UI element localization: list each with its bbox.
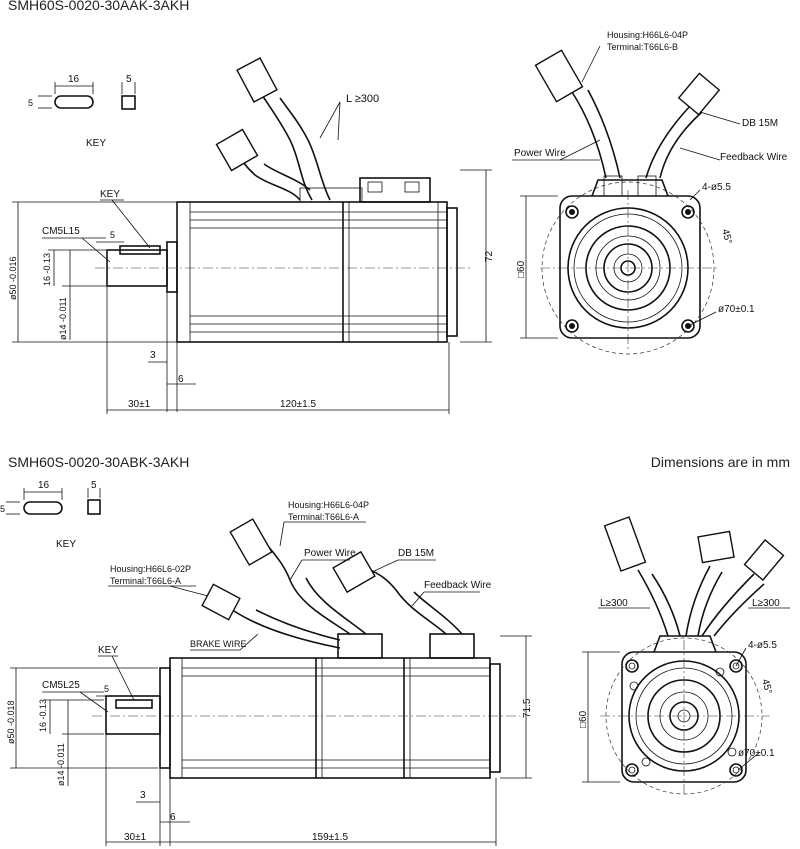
angle-label: 45° [719, 228, 734, 245]
key-end-label: 5 [126, 74, 132, 85]
db-label-2: DB 15M [398, 548, 434, 559]
pilot-dia-label: ø50 -0.016 [8, 256, 18, 300]
height-label-2: 71.5 [522, 698, 533, 718]
key-caption-2: KEY [56, 539, 76, 550]
housing-brake-label: Housing:H66L6-02P [110, 564, 191, 574]
terminal-label: Terminal:T66L6-B [607, 42, 678, 52]
key-width-label: 16 [68, 74, 80, 85]
model-title-2: SMH60S-0020-30ABK-3AKH [8, 454, 190, 470]
terminal-brake-label: Terminal:T66L6-A [110, 576, 181, 586]
thread-label: CM5L15 [42, 226, 80, 237]
key-detail-1: 16 5 5 KEY [28, 74, 136, 149]
feedback-wire-label: Feedback Wire [720, 152, 788, 163]
side-view-2: Housing:H66L6-04P Terminal:T66L6-A Power… [6, 500, 533, 846]
holes-label-2: 4-ø5.5 [748, 640, 777, 651]
shaft-len-label-2: 30±1 [124, 832, 147, 843]
pcd-label-2: ø70±0.1 [738, 748, 775, 759]
holes-label: 4-ø5.5 [702, 182, 731, 193]
terminal-main-label: Terminal:T66L6-A [288, 512, 359, 522]
key-depth-label: 16 -0.13 [42, 253, 52, 286]
housing-label: Housing:H66L6-04P [607, 30, 688, 40]
shaft-dia-label: ø14 -0.011 [58, 297, 68, 340]
key-offset-label-2: 5 [104, 684, 109, 694]
key-width-label-2: 16 [38, 480, 50, 491]
front-view-1: Housing:H66L6-04P Terminal:T66L6-B Power… [512, 30, 788, 355]
key-pointer-label-2: KEY [98, 645, 118, 656]
pilot-len-label-2: 6 [170, 812, 176, 823]
shaft-dia-label-2: ø14 -0.011 [56, 743, 66, 786]
key-offset-label: 5 [110, 230, 115, 240]
key-detail-2: 16 5 5 KEY [0, 480, 101, 550]
housing-main-label: Housing:H66L6-04P [288, 500, 369, 510]
key-pointer-label: KEY [100, 189, 120, 200]
model-title-1: SMH60S-0020-30AAK-3AKH [8, 0, 190, 13]
key-end-label-2: 5 [91, 480, 97, 491]
square-label-2: □60 [578, 710, 589, 728]
body-len-label: 120±1.5 [280, 399, 317, 410]
thread-label-2: CM5L25 [42, 680, 80, 691]
cable-length-label: L ≥300 [346, 93, 379, 105]
brake-wire-label: BRAKE WIRE [190, 639, 247, 649]
power-wire-label: Power Wire [514, 148, 566, 159]
height-label: 72 [484, 250, 495, 262]
pilot-len-label: 6 [178, 374, 184, 385]
front-view-2: L≥300 L≥300 4-ø5.5 45° □60 ø70±0.1 [578, 516, 790, 796]
feedback-wire-label-2: Feedback Wire [424, 580, 492, 591]
flange-thk-label: 3 [150, 350, 156, 361]
key-depth-label-2: 16 -0.13 [38, 699, 48, 732]
cable-length-left-label: L≥300 [600, 598, 628, 609]
angle-label-2: 45° [759, 678, 774, 695]
pilot-dia-label-2: ø50 -0.018 [6, 700, 16, 744]
db-label: DB 15M [742, 118, 778, 129]
square-label: □60 [516, 260, 527, 278]
key-caption: KEY [86, 138, 106, 149]
flange-thk-label-2: 3 [140, 790, 146, 801]
key-height-label: 5 [28, 98, 33, 108]
power-wire-label-2: Power Wire [304, 548, 356, 559]
key-height-label-2: 5 [0, 504, 5, 514]
pcd-label: ø70±0.1 [718, 304, 755, 315]
cable-length-right-label: L≥300 [752, 598, 780, 609]
body-len-label-2: 159±1.5 [312, 832, 349, 843]
side-view-1: L ≥300 KEY CM5L15 5 ø50 -0.016 16 -0.13 … [8, 57, 495, 414]
units-note: Dimensions are in mm [650, 454, 790, 470]
shaft-len-label: 30±1 [128, 399, 151, 410]
